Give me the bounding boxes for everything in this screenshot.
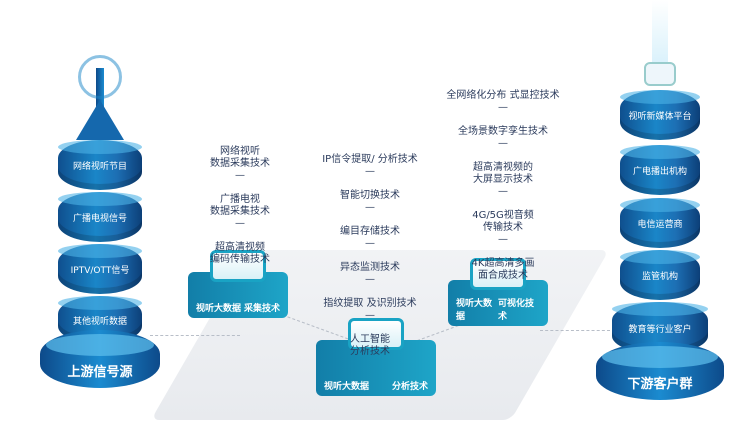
tech-item: 4K超高清多画 面合成技术 (471, 258, 535, 281)
collect-tech-list: 网络视听 数据采集技术— 广播电视 数据采集技术— 超高清视频 编码传输技术 (190, 134, 290, 278)
analyze-tech-list: IP信令提取/ 分析技术— 智能切换技术— 编目存储技术— 异态监测技术— 指纹… (305, 142, 435, 370)
tower-segment: 广播电视信号 (58, 192, 142, 242)
collect-block: 视听大数据采集技术 (188, 250, 288, 320)
block-label: 视听大数据 (456, 299, 493, 322)
visualize-tech-list: 全网络化分布 式显控技术— 全场景数字孪生技术— 超高清视频的 大屏显示技术— … (438, 78, 568, 294)
block-label: 可视化技术 (498, 299, 535, 322)
tower-segment: 网络视听节目 (58, 140, 142, 190)
tower-segment: IPTV/OTT信号 (58, 244, 142, 294)
light-beam (652, 0, 668, 70)
block-label: 采集技术 (243, 304, 280, 314)
tech-item: 全网络化分布 式显控技术 (446, 90, 560, 101)
tech-item: 编目存储技术 (340, 226, 400, 237)
block-top (470, 258, 526, 290)
block-top (348, 318, 404, 350)
connector-line (540, 330, 610, 331)
tech-item: 异态监测技术 (340, 262, 400, 273)
block-top (210, 250, 266, 282)
tech-item: 全场景数字孪生技术 (458, 126, 548, 137)
tech-item: 指纹提取 及识别技术 (323, 298, 417, 309)
tech-item: 超高清视频的 大屏显示技术 (473, 162, 533, 185)
block-label: 视听大数据 (196, 304, 242, 314)
emitter-icon (644, 62, 676, 86)
tower-segment: 视听新媒体平台 (620, 90, 700, 140)
tech-item: 超高清视频 编码传输技术 (210, 242, 270, 265)
analyze-block: 视听大数据 分析技术 (316, 318, 436, 396)
downstream-base: 下游客户群 (596, 342, 724, 400)
tech-item: 人工智能 分析技术 (350, 334, 390, 357)
tower-segment: 广电播出机构 (620, 145, 700, 195)
block-label: 分析技术 (391, 382, 428, 392)
tower-segment: 电信运营商 (620, 198, 700, 248)
upstream-base: 上游信号源 (40, 330, 160, 388)
visualize-block: 视听大数据可视化技术 (448, 258, 548, 328)
tower-segment: 监管机构 (620, 250, 700, 300)
tech-item: 广播电视 数据采集技术 (210, 194, 270, 217)
antenna-base-icon (76, 100, 124, 140)
tech-item: IP信令提取/ 分析技术 (322, 154, 418, 165)
tech-item: 4G/5G视音频 传输技术 (472, 210, 534, 233)
tech-item: 网络视听 数据采集技术 (210, 146, 270, 169)
signal-icon (78, 55, 122, 99)
block-label: 视听大数据 (324, 382, 370, 392)
tech-item: 智能切换技术 (340, 190, 400, 201)
connector-line (150, 335, 240, 336)
